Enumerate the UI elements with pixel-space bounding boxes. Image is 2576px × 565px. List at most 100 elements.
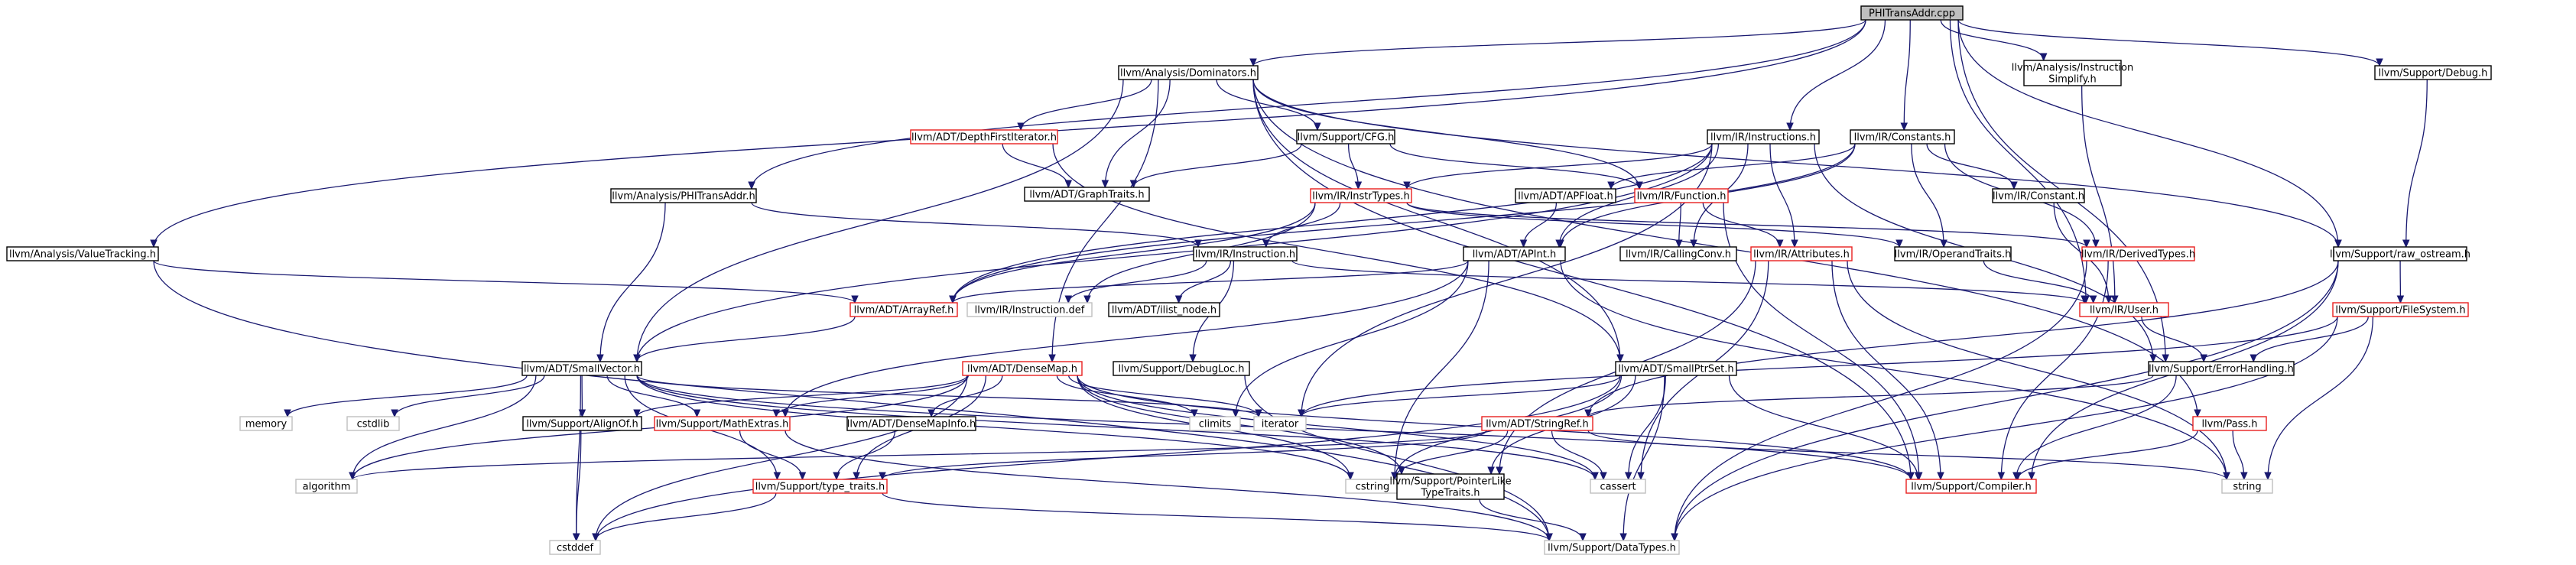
node-label-pointerlike: TypeTraits.h: [1420, 488, 1480, 499]
node-mathextras[interactable]: llvm/Support/MathExtras.h: [654, 416, 791, 431]
node-label-cstdlib: cstdlib: [357, 419, 390, 430]
edge-instruction-to-user: [1291, 260, 2085, 304]
arrowhead-root-to-instructions: [1786, 122, 1794, 132]
node-constants[interactable]: llvm/IR/Constants.h: [1850, 129, 1955, 144]
node-algorithm[interactable]: algorithm: [295, 479, 358, 494]
node-attributes[interactable]: llvm/IR/Attributes.h: [1750, 246, 1853, 261]
node-label-instrtypes: llvm/IR/InstrTypes.h: [1312, 191, 1410, 203]
node-label-operandtraits: llvm/IR/OperandTraits.h: [1895, 249, 2012, 261]
edge-dominators-to-cfg: [1216, 79, 1318, 131]
node-box-derivedtypes: [2081, 246, 2195, 261]
node-smallvector[interactable]: llvm/ADT/SmallVector.h: [521, 361, 642, 376]
node-label-debug: llvm/Support/Debug.h: [2379, 68, 2488, 80]
edge-derivedtypes-to-datatypes: [1674, 260, 2087, 541]
node-instructiondef[interactable]: llvm/IR/Instruction.def: [966, 302, 1093, 317]
node-callingconv[interactable]: llvm/IR/CallingConv.h: [1619, 246, 1737, 261]
node-label-arrayref: llvm/ADT/ArrayRef.h: [854, 305, 954, 317]
node-datatypes[interactable]: llvm/Support/DataTypes.h: [1544, 540, 1680, 555]
node-smallptrset[interactable]: llvm/ADT/SmallPtrSet.h: [1615, 361, 1737, 376]
node-label-apfloat: llvm/ADT/APFloat.h: [1518, 191, 1613, 203]
edge-user-to-errorhandling: [2141, 316, 2204, 362]
node-densemap[interactable]: llvm/ADT/DenseMap.h: [962, 361, 1083, 376]
node-label-memory: memory: [245, 419, 287, 430]
edge-instrtypes-to-instruction: [1265, 202, 1341, 248]
edge-smallvector-to-cassert: [636, 375, 1596, 480]
node-cstdlib[interactable]: cstdlib: [346, 416, 400, 431]
node-apfloat[interactable]: llvm/ADT/APFloat.h: [1515, 188, 1616, 203]
edge-smallvector-to-algorithm: [352, 375, 537, 480]
edge-smallvector-to-cstdlib: [394, 375, 545, 417]
node-box-operandtraits: [1894, 246, 2012, 261]
node-memory[interactable]: memory: [239, 416, 293, 431]
arrowhead-typetraits-to-datatypes: [1545, 533, 1553, 542]
edge-cfg-to-graphtraits: [1132, 143, 1302, 188]
node-depthfirst[interactable]: llvm/ADT/DepthFirstIterator.h: [910, 129, 1058, 144]
node-constant[interactable]: llvm/IR/Constant.h: [1992, 188, 2085, 203]
node-label-attributes: llvm/IR/Attributes.h: [1753, 249, 1850, 261]
node-debugloc[interactable]: llvm/Support/DebugLoc.h: [1113, 361, 1250, 376]
node-alignof[interactable]: llvm/Support/AlignOf.h: [522, 416, 642, 431]
node-box-stringref: [1481, 416, 1593, 431]
node-label-densemap: llvm/ADT/DenseMap.h: [967, 364, 1077, 375]
edge-function-to-compiler: [1723, 202, 1920, 480]
node-box-debug: [2374, 65, 2492, 80]
node-instrtypes[interactable]: llvm/IR/InstrTypes.h: [1310, 188, 1412, 203]
node-label-debugloc: llvm/Support/DebugLoc.h: [1119, 364, 1245, 375]
edge-root-to-instsimplify: [1940, 19, 2045, 61]
edge-apfloat-to-apint: [1522, 202, 1558, 248]
node-apint[interactable]: llvm/ADT/APInt.h: [1463, 246, 1566, 261]
node-dominators[interactable]: llvm/Analysis/Dominators.h: [1118, 65, 1259, 80]
node-filesystem[interactable]: llvm/Support/FileSystem.h: [2332, 302, 2469, 317]
node-label-stringref: llvm/ADT/StringRef.h: [1486, 419, 1588, 430]
node-pass[interactable]: llvm/Pass.h: [2192, 416, 2267, 431]
arrowhead-instruction-to-ilistnode: [1174, 295, 1183, 304]
node-label-user: llvm/IR/User.h: [2090, 305, 2159, 317]
node-label-alignof: llvm/Support/AlignOf.h: [526, 419, 638, 430]
node-cstddef[interactable]: cstddef: [549, 540, 601, 555]
node-label-instruction: llvm/IR/Instruction.h: [1195, 249, 1295, 261]
node-instructions[interactable]: llvm/IR/Instructions.h: [1707, 129, 1820, 144]
node-densemapinfo[interactable]: llvm/ADT/DenseMapInfo.h: [846, 416, 976, 431]
node-compiler[interactable]: llvm/Support/Compiler.h: [1905, 479, 2037, 494]
node-graphtraits[interactable]: llvm/ADT/GraphTraits.h: [1024, 187, 1150, 202]
node-valuetracking[interactable]: llvm/Analysis/ValueTracking.h: [6, 246, 159, 261]
arrowhead-densemap-to-alignof: [633, 409, 641, 418]
node-user[interactable]: llvm/IR/User.h: [2079, 302, 2169, 317]
arrowhead-dominators-to-densemap: [1048, 354, 1056, 363]
node-label-constant: llvm/IR/Constant.h: [1993, 191, 2084, 203]
node-derivedtypes[interactable]: llvm/IR/DerivedTypes.h: [2081, 246, 2195, 261]
node-box-callingconv: [1619, 246, 1737, 261]
node-cfg[interactable]: llvm/Support/CFG.h: [1296, 129, 1395, 144]
node-label-ilistnode: llvm/ADT/ilist_node.h: [1112, 305, 1217, 317]
node-operandtraits[interactable]: llvm/IR/OperandTraits.h: [1894, 246, 2012, 261]
node-function[interactable]: llvm/IR/Function.h: [1634, 188, 1729, 203]
node-iterator[interactable]: iterator: [1253, 416, 1307, 431]
node-cassert[interactable]: cassert: [1590, 479, 1646, 494]
arrowhead-constants-to-constant: [2010, 181, 2018, 190]
node-arrayref[interactable]: llvm/ADT/ArrayRef.h: [849, 302, 958, 317]
node-string[interactable]: string: [2221, 479, 2273, 494]
node-box-ilistnode: [1108, 302, 1220, 317]
node-box-user: [2079, 302, 2169, 317]
node-stringref[interactable]: llvm/ADT/StringRef.h: [1481, 416, 1593, 431]
edge-root-to-constants: [1903, 19, 1911, 131]
arrowhead-instruction-to-debugloc: [1189, 354, 1197, 363]
node-debug[interactable]: llvm/Support/Debug.h: [2374, 65, 2492, 80]
node-climits[interactable]: climits: [1189, 416, 1241, 431]
arrowhead-stringref-to-typetraits: [879, 472, 886, 481]
arrowhead-smallptrset-to-datatypes: [1619, 533, 1627, 542]
node-label-phitransaddr: llvm/Analysis/PHITransAddr.h: [612, 191, 755, 203]
node-phitransaddr[interactable]: llvm/Analysis/PHITransAddr.h: [610, 188, 757, 203]
node-ilistnode[interactable]: llvm/ADT/ilist_node.h: [1108, 302, 1220, 317]
node-instruction[interactable]: llvm/IR/Instruction.h: [1193, 246, 1298, 261]
node-root[interactable]: PHITransAddr.cpp: [1860, 5, 1964, 21]
node-errorhandling[interactable]: llvm/Support/ErrorHandling.h: [2148, 361, 2295, 376]
arrowhead-attributes-to-pointerlike: [1496, 466, 1503, 476]
edge-constants-to-operandtraits: [1911, 143, 1944, 248]
node-box-instruction: [1193, 246, 1298, 261]
edge-mathextras-to-typetraits: [739, 430, 804, 480]
node-rawostream[interactable]: llvm/Support/raw_ostream.h: [2330, 246, 2470, 261]
node-typetraits[interactable]: llvm/Support/type_traits.h: [752, 479, 888, 494]
